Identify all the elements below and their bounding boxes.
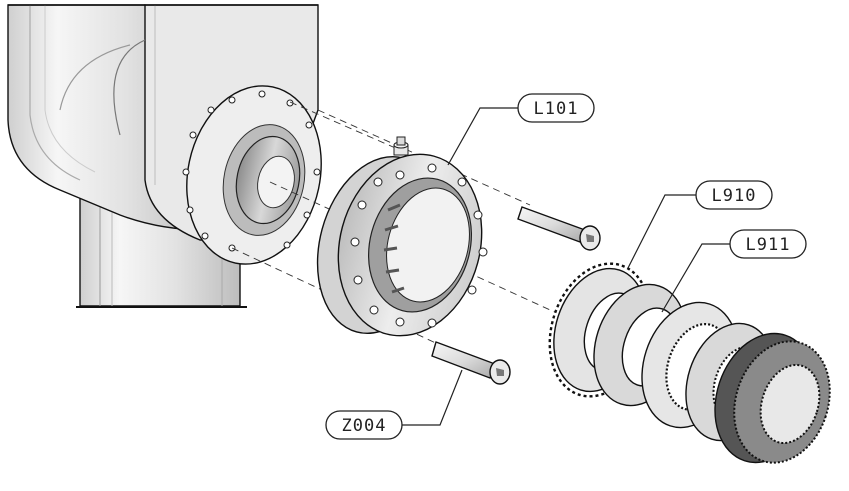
disc-stack	[548, 262, 831, 464]
part-l101-ring	[316, 136, 488, 337]
bolt-upper	[517, 206, 601, 251]
part-disc-pack	[714, 332, 831, 464]
callout-l910: L910	[627, 180, 773, 269]
callout-l910-label: L910	[712, 186, 757, 206]
bolt-lower	[431, 341, 511, 385]
callout-l911-label: L911	[746, 235, 791, 255]
callout-l101-label: L101	[534, 99, 579, 119]
callout-l911: L911	[661, 229, 807, 313]
callout-z004: Z004	[325, 369, 463, 440]
mounting-flange	[182, 85, 322, 265]
callout-z004-label: Z004	[342, 416, 387, 436]
callout-l101: L101	[447, 93, 595, 166]
